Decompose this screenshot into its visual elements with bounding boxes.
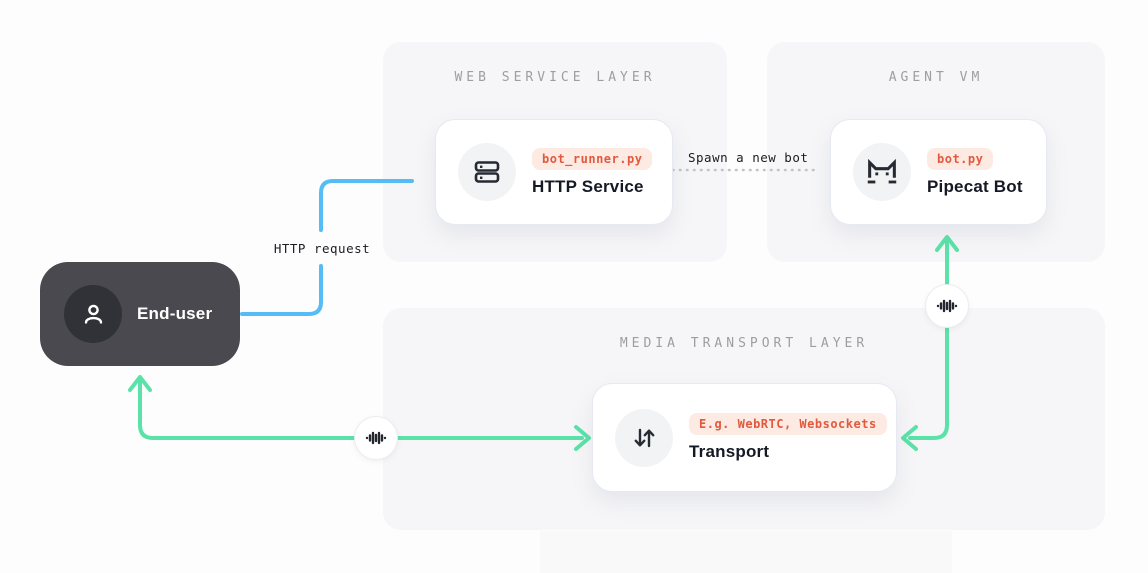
spawn-bot-label: Spawn a new bot: [688, 150, 809, 165]
waveform-icon: [354, 416, 398, 460]
panel-media-title: MEDIA TRANSPORT LAYER: [619, 336, 869, 351]
end-user-title: End-user: [137, 304, 213, 323]
cat-icon: [853, 143, 911, 201]
background-shade: [540, 531, 952, 573]
edge-http-request-upper: [319, 179, 414, 232]
arrows-up-down-icon: [615, 408, 673, 467]
node-http-service: bot_runner.py HTTP Service: [435, 119, 673, 225]
edge-bot-media: [901, 235, 959, 451]
http-request-label: HTTP request: [273, 241, 371, 256]
node-pipecat-bot: bot.py Pipecat Bot: [830, 119, 1047, 225]
node-transport: E.g. WebRTC, Websockets Transport: [592, 383, 897, 492]
pipecat-bot-tag: bot.py: [927, 147, 994, 170]
person-icon: [64, 285, 122, 343]
arrowhead-right-transport: [574, 425, 591, 451]
waveform-icon: [925, 284, 969, 328]
node-end-user: End-user: [40, 262, 240, 366]
arrowhead-up-end-user: [128, 375, 152, 392]
arrowhead-up-pipecat: [935, 235, 959, 252]
edge-user-media-line: [138, 380, 584, 440]
panel-web-title: WEB SERVICE LAYER: [454, 70, 656, 85]
server-icon: [458, 143, 516, 201]
edge-user-media: [128, 375, 591, 451]
edge-http-request-lower: [240, 264, 323, 316]
panel-agent-title: AGENT VM: [888, 70, 984, 85]
http-service-title: HTTP Service: [532, 176, 644, 196]
http-service-tag: bot_runner.py: [532, 147, 653, 170]
transport-tag: E.g. WebRTC, Websockets: [689, 413, 887, 435]
edge-bot-media-line: [908, 240, 949, 440]
edge-http-request: [240, 179, 414, 316]
transport-title: Transport: [689, 442, 770, 461]
pipecat-bot-title: Pipecat Bot: [927, 176, 1023, 196]
arrowhead-left-transport: [901, 425, 918, 451]
